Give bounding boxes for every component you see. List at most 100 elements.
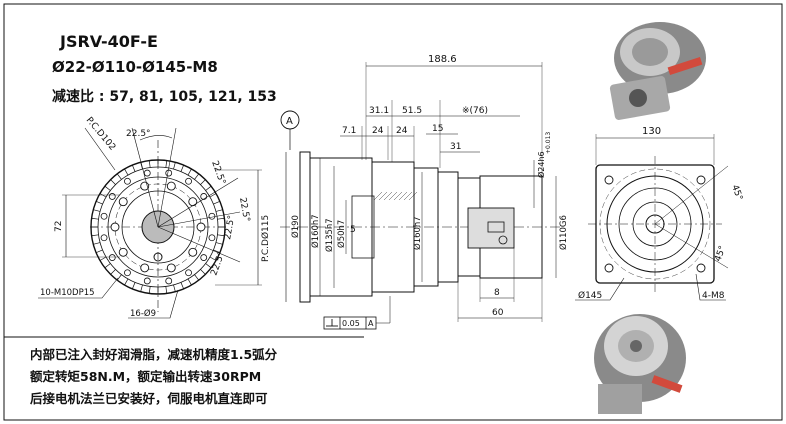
tolerance-value: 0.05 xyxy=(342,319,360,328)
outer-bolt-hole xyxy=(165,277,173,285)
front-center-dot xyxy=(153,252,163,262)
side-key xyxy=(487,221,505,233)
thread-leader xyxy=(695,273,726,301)
rim-tick xyxy=(165,160,168,168)
outer-bolt-hole xyxy=(108,254,116,261)
dia-135-label: Ø135h7 xyxy=(324,218,335,252)
rear-diag-2 xyxy=(654,223,729,269)
outer-bolt-hole xyxy=(185,177,192,185)
dia-190-label: Ø190 xyxy=(290,215,301,238)
rim-tick xyxy=(217,217,225,220)
note-line-1: 内部已注入封好润滑脂，减速机精度1.5弧分 xyxy=(30,347,278,362)
rear-view xyxy=(575,134,729,301)
dim-31-1-label: 31.1 xyxy=(369,106,389,116)
rim-tick xyxy=(173,162,176,170)
rim-tick xyxy=(205,185,212,191)
front-pcd-label: P.C.D102 xyxy=(84,116,117,153)
front-ring-4 xyxy=(121,190,195,264)
rear-hole-br xyxy=(696,263,706,273)
dim-15-label: 15 xyxy=(432,124,443,134)
rim-tick xyxy=(95,201,103,205)
hatch-line xyxy=(383,191,393,201)
rear-hole-tr xyxy=(696,175,706,185)
photo-top-red-band xyxy=(667,56,703,76)
rim-tick xyxy=(215,242,223,245)
threaded-hole xyxy=(118,247,128,257)
rim-tick xyxy=(116,274,122,281)
outer-bolt-hole xyxy=(185,269,192,277)
hatch-line xyxy=(373,191,383,201)
dia-110-label: Ø110G6 xyxy=(558,215,569,250)
rim-tick xyxy=(140,162,143,170)
outer-bolt-hole xyxy=(143,169,151,177)
pcd-leader xyxy=(84,127,116,171)
hole-spec-leader xyxy=(38,277,119,299)
hatch-line xyxy=(393,191,403,201)
rear-angle-a-label: 45° xyxy=(729,184,744,202)
spec-title: Ø22-Ø110-Ø145-M8 xyxy=(52,58,218,76)
model-title: JSRV-40F-E xyxy=(60,32,158,51)
dim-72-label: 72 xyxy=(54,221,64,232)
outer-bolt-hole xyxy=(100,212,108,220)
dim-76-label: ※(76) xyxy=(462,106,488,116)
front-bolt-holes xyxy=(100,169,216,285)
hatch-line xyxy=(388,191,398,201)
rim-tick xyxy=(116,173,122,180)
product-photo-top xyxy=(609,22,706,120)
rear-hole-bl xyxy=(604,263,614,273)
shaft-tol-label: +0.013 xyxy=(545,132,552,154)
rim-tick xyxy=(187,278,192,286)
threaded-hole xyxy=(140,263,150,273)
photo-bottom-bore xyxy=(630,340,642,352)
outer-bolt-hole xyxy=(208,212,216,220)
rim-tick xyxy=(148,286,151,294)
threaded-hole xyxy=(166,263,176,273)
rim-tick xyxy=(93,242,101,245)
front-angle-line-2 xyxy=(157,127,177,228)
threaded-hole xyxy=(196,222,206,232)
threaded-hole xyxy=(118,197,128,207)
rim-tick xyxy=(213,201,221,205)
dia-160b-label: Ø160h7 xyxy=(412,216,423,250)
front-angle-line-5 xyxy=(157,226,241,263)
shaft-dia-label: Ø24h6 xyxy=(536,151,546,178)
rim-tick xyxy=(91,217,99,220)
rim-tick xyxy=(110,269,116,275)
rim-tick xyxy=(91,234,99,237)
dim-188-label: 188.6 xyxy=(428,54,457,65)
rear-diag-1 xyxy=(654,165,729,225)
hatch-line xyxy=(408,191,418,201)
rim-tick xyxy=(173,284,176,292)
rim-tick xyxy=(209,193,217,198)
tolerance-datum: A xyxy=(368,319,374,328)
rim-tick xyxy=(180,282,184,290)
hole-spec-label: 10-M10DP15 xyxy=(40,288,95,298)
dim-24a-label: 24 xyxy=(372,126,384,136)
rim-tick xyxy=(124,168,129,176)
rim-tick xyxy=(215,209,223,212)
product-photo-bottom xyxy=(594,314,686,414)
rim-tick xyxy=(110,179,116,185)
front-angle-top-label: 22.5° xyxy=(126,129,151,139)
dim-51-5-label: 51.5 xyxy=(402,106,422,116)
hole-spec2-label: 16-Ø9 xyxy=(130,308,156,319)
dim-31-label: 31 xyxy=(450,142,461,152)
hole-spec2-leader xyxy=(128,289,179,319)
outer-bolt-hole xyxy=(124,269,131,277)
photo-top-face-inner xyxy=(632,38,668,66)
front-angle-r2-label: 22.5° xyxy=(237,197,251,223)
rim-tick xyxy=(99,256,107,261)
outer-bolt-hole xyxy=(124,177,131,185)
hatch-line xyxy=(398,191,408,201)
rim-tick xyxy=(148,160,151,168)
side-set-screw xyxy=(498,235,508,245)
front-ring-3 xyxy=(107,176,209,278)
photo-bottom-base xyxy=(598,384,642,414)
note-line-2: 额定转矩58N.M，额定输出转速30RPM xyxy=(30,369,262,384)
front-angle-line-3 xyxy=(157,177,239,228)
front-angle-r3-label: 22.5° xyxy=(223,215,237,241)
rim-tick xyxy=(132,164,136,172)
dia-160a-label: Ø160h7 xyxy=(310,214,321,248)
